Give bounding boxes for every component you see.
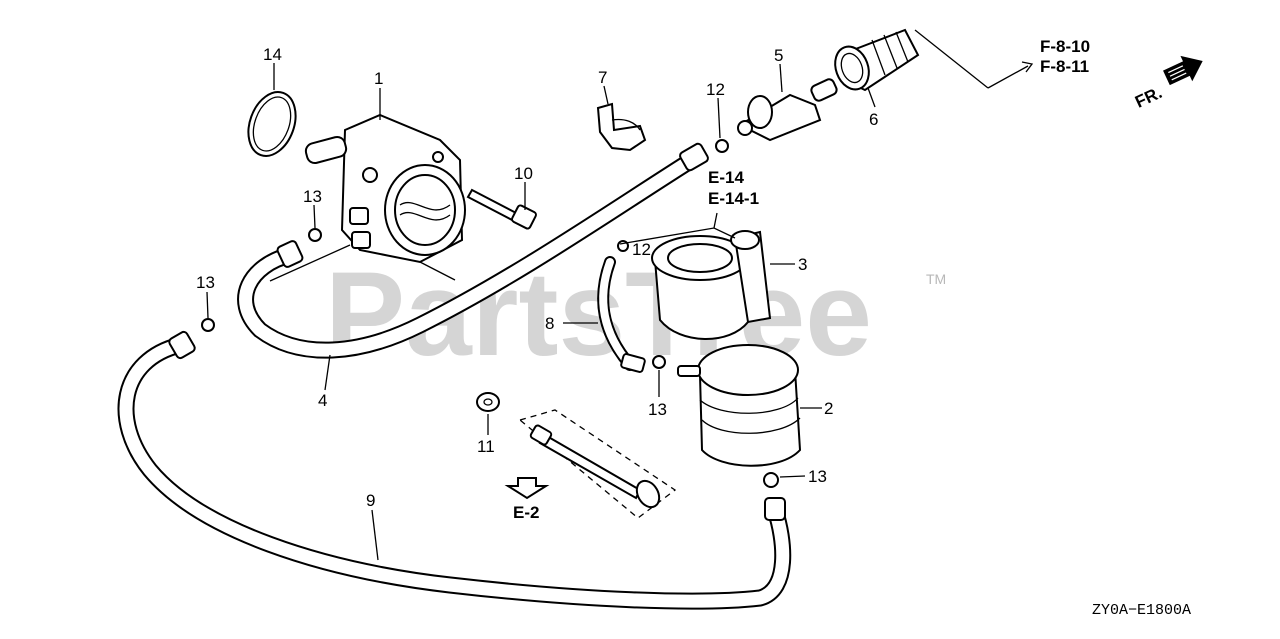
fuel-valve-5 xyxy=(737,78,838,142)
o-ring-14 xyxy=(247,91,297,157)
connector-6 xyxy=(834,28,920,92)
callout-13-d: 13 xyxy=(808,467,827,486)
washer-11 xyxy=(476,392,500,412)
callout-7: 7 xyxy=(598,68,607,87)
callout-13-b: 13 xyxy=(196,273,215,292)
callout-9: 9 xyxy=(366,491,375,510)
callout-numbers: 14 1 10 13 13 4 9 11 7 12 5 6 12 3 8 13 … xyxy=(196,45,878,510)
callout-11: 11 xyxy=(477,437,495,456)
callout-3: 3 xyxy=(798,255,807,274)
e2-arrow-icon xyxy=(504,477,550,500)
callout-13-a: 13 xyxy=(303,187,322,206)
diagram-code: ZY0A−E1800A xyxy=(1092,602,1191,619)
callout-6: 6 xyxy=(869,110,878,129)
leader-lines xyxy=(206,29,1034,561)
callout-10: 10 xyxy=(514,164,533,183)
callout-2: 2 xyxy=(824,399,833,418)
ref-e-14-1: E-14-1 xyxy=(708,189,759,208)
ref-e-14: E-14 xyxy=(708,168,744,187)
ref-f-8-10: F-8-10 xyxy=(1040,37,1090,56)
callout-4: 4 xyxy=(318,391,327,410)
callout-1: 1 xyxy=(374,69,383,88)
fuel-pump-1 xyxy=(304,113,466,264)
ref-e-2: E-2 xyxy=(513,503,539,522)
callout-12-a: 12 xyxy=(706,80,725,99)
callout-5: 5 xyxy=(774,46,783,65)
bolt-group-e2 xyxy=(518,409,677,519)
watermark-tm: TM xyxy=(926,271,946,287)
fuel-filter-2 xyxy=(677,344,802,467)
bolt-10 xyxy=(466,188,537,230)
filter-cap-3 xyxy=(651,230,772,340)
ref-f-8-11: F-8-11 xyxy=(1040,57,1089,76)
callout-13-c: 13 xyxy=(648,400,667,419)
hose-9 xyxy=(117,330,792,610)
callout-12-b: 12 xyxy=(632,240,651,259)
ref-front: FR. xyxy=(1132,83,1165,112)
hose-4 xyxy=(237,142,709,359)
front-arrow-icon xyxy=(1163,55,1203,86)
hose-clip-7 xyxy=(596,102,647,152)
hose-8 xyxy=(597,256,646,373)
callout-8: 8 xyxy=(545,314,554,333)
clamps xyxy=(201,139,779,488)
callout-14: 14 xyxy=(263,45,282,64)
